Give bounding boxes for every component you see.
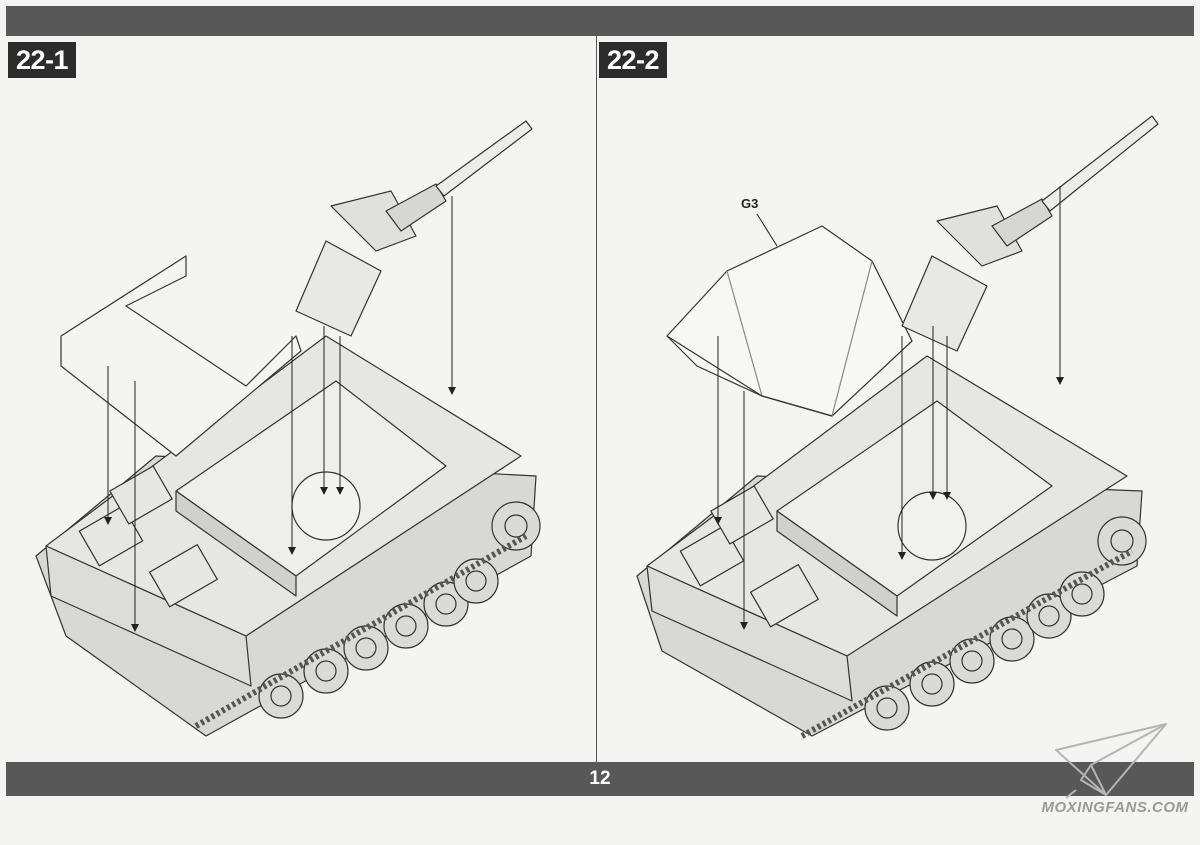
assembly-illustration-22-1	[35, 120, 541, 737]
paper-plane-icon	[1055, 723, 1167, 799]
footer-bar	[6, 762, 1194, 796]
assembly-illustration-22-2	[636, 115, 1159, 739]
watermark-text: MOXINGFANS.COM	[1041, 799, 1189, 816]
page-number: 12	[589, 768, 611, 789]
step-label-22-2: 22-2	[599, 42, 668, 78]
header-bar	[6, 6, 1194, 36]
part-label-g3: G3	[741, 196, 759, 211]
panel-divider	[596, 36, 597, 762]
step-label-22-1: 22-1	[8, 42, 77, 78]
